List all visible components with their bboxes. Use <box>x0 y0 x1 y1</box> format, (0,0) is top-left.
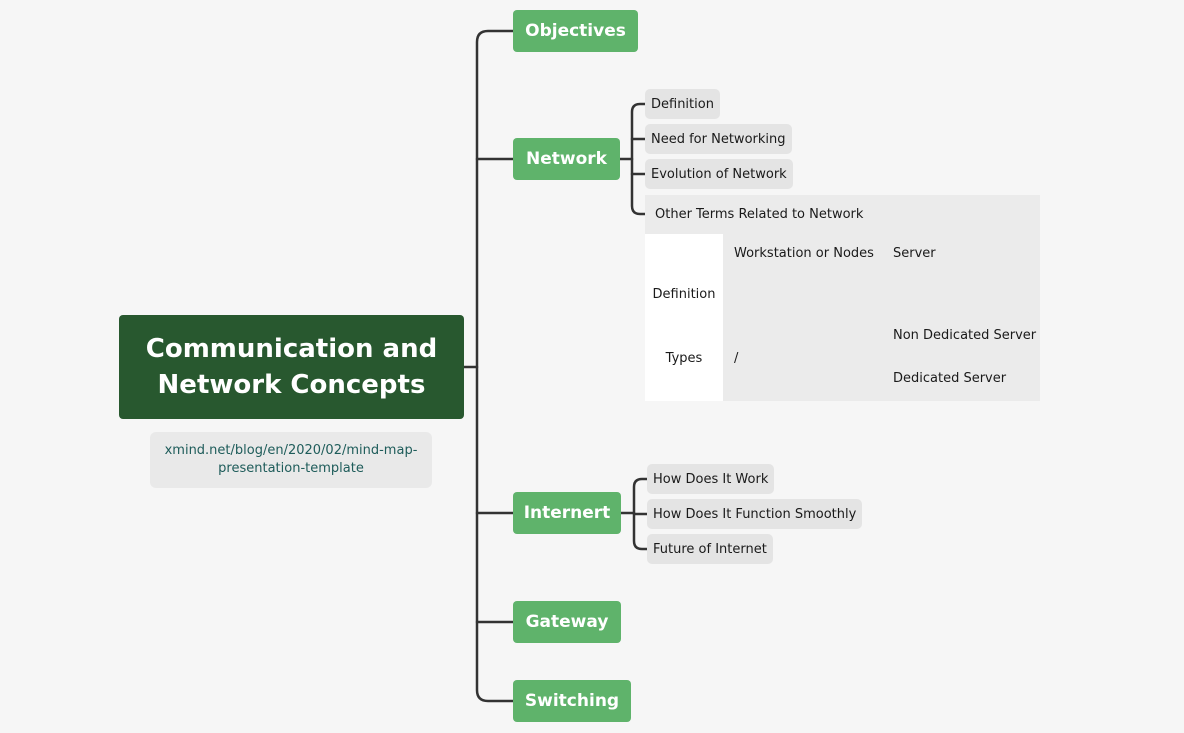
subtopic-how-does-it-work[interactable]: How Does It Work <box>647 464 775 494</box>
topic-gateway[interactable]: Gateway <box>513 601 621 643</box>
topic-network-label: Network <box>526 149 607 169</box>
subtopic-label: Definition <box>651 96 714 112</box>
topic-internet[interactable]: Internert <box>513 492 621 534</box>
note-text: xmind.net/blog/en/2020/02/mind-map-prese… <box>164 443 418 476</box>
topic-objectives-label: Objectives <box>525 21 626 41</box>
matrix-title-label: Other Terms Related to Network <box>655 207 864 222</box>
cell-text: / <box>734 350 739 366</box>
subtopic-label: Evolution of Network <box>651 166 787 182</box>
subtopic-evolution-of-network[interactable]: Evolution of Network <box>645 159 793 189</box>
subtopic-how-does-it-function-smoothly[interactable]: How Does It Function Smoothly <box>647 499 863 529</box>
row-label: Types <box>665 350 703 366</box>
column-label: Workstation or Nodes <box>734 246 874 261</box>
topic-switching-label: Switching <box>524 691 620 711</box>
topic-network[interactable]: Network <box>513 138 620 180</box>
matrix-row-header-types[interactable]: Types <box>645 315 723 401</box>
subtopic-label: Need for Networking <box>651 131 786 147</box>
column-label: Server <box>893 246 936 261</box>
matrix-title[interactable]: Other Terms Related to Network <box>645 195 1040 234</box>
matrix-column-header-server[interactable]: Server <box>882 234 1040 273</box>
note-link[interactable]: xmind.net/blog/en/2020/02/mind-map-prese… <box>150 432 432 488</box>
matrix-cell-types-workstation[interactable]: / <box>723 315 882 401</box>
subtopic-future-of-internet[interactable]: Future of Internet <box>647 534 773 564</box>
cell-text: Dedicated Server <box>893 370 1007 386</box>
central-topic-label: Communication and Network Concepts <box>145 334 438 400</box>
matrix-cell-definition-server[interactable] <box>882 273 1040 315</box>
central-topic[interactable]: Communication and Network Concepts <box>119 315 464 419</box>
topic-switching[interactable]: Switching <box>513 680 631 722</box>
cell-text: Non Dedicated Server <box>893 327 1037 343</box>
matrix-cell-definition-workstation[interactable] <box>723 273 882 315</box>
subtopic-label: How Does It Work <box>653 471 769 487</box>
topic-internet-label: Internert <box>523 503 611 523</box>
matrix-cell-non-dedicated-server[interactable]: Non Dedicated Server <box>882 315 1040 355</box>
matrix-row-header-definition[interactable]: Definition <box>645 273 723 315</box>
topic-objectives[interactable]: Objectives <box>513 10 638 52</box>
matrix-cell-dedicated-server[interactable]: Dedicated Server <box>882 358 1040 398</box>
subtopic-label: Future of Internet <box>653 541 767 557</box>
subtopic-need-for-networking[interactable]: Need for Networking <box>645 124 792 154</box>
subtopic-definition[interactable]: Definition <box>645 89 720 119</box>
row-label: Definition <box>652 286 716 302</box>
matrix-column-header-workstation[interactable]: Workstation or Nodes <box>723 234 882 273</box>
topic-gateway-label: Gateway <box>525 612 609 632</box>
subtopic-label: How Does It Function Smoothly <box>653 506 857 522</box>
